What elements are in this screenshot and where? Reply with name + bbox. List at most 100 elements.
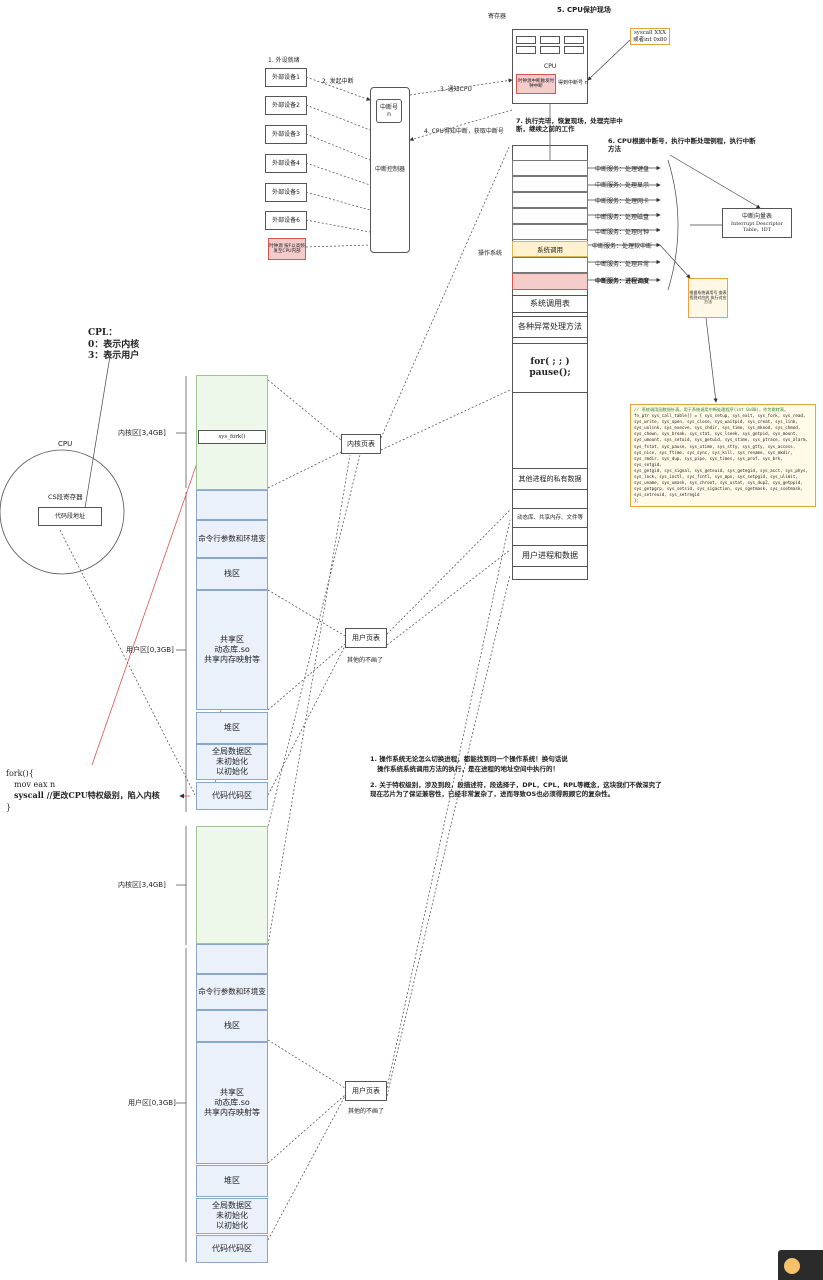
os-row-syscall-label: 系统调用	[537, 246, 563, 254]
other-private-data: 其他进程的私有数据	[512, 468, 588, 490]
code-comment: // 系统调用函数指针表。用于系统调用中断处理程序(int 0x80)，作为跳转…	[634, 407, 789, 412]
sys-call-table-code: // 系统调用函数指针表。用于系统调用中断处理程序(int 0x80)，作为跳转…	[630, 404, 816, 507]
cpu-box-label: CPU	[544, 63, 557, 70]
softint-note: 根据系统调用号 查表找到对应的 执行对应方法	[688, 278, 728, 318]
p1-shared-3: 共享内存映射等	[204, 655, 260, 664]
os-label: 操作系统	[478, 250, 503, 257]
p2-kernel-area	[196, 826, 268, 944]
p1-global-1: 全局数据区	[212, 747, 252, 756]
p2-cmdline: 命令行参数和环境变	[196, 974, 268, 1010]
external-device-6: 外部设备6	[265, 211, 307, 230]
syscall-note-line1: syscall XXX	[633, 29, 667, 36]
p1-global: 全局数据区 未初始化 以初始化	[196, 744, 268, 780]
register-grid	[516, 36, 584, 56]
p2-global: 全局数据区 未初始化 以初始化	[196, 1198, 268, 1234]
code-line: };	[634, 498, 640, 504]
step1-label: 1. 外设就绪	[268, 57, 300, 64]
code-line: sys_fstat, sys_pause, sys_utime, sys_stt…	[634, 443, 796, 449]
code-line: sys_lock, sys_ioctl, sys_fcntl, sys_mpx,…	[634, 474, 798, 480]
cs-register-label: CS段寄存器	[48, 493, 83, 501]
p1-shared-1: 共享区	[220, 635, 244, 644]
irq-n-label: n	[387, 111, 391, 118]
code-line: sys_unlink, sys_execve, sys_chdir, sys_t…	[634, 425, 801, 431]
p2-kernel-label: 内核区[3,4GB]	[118, 881, 166, 889]
registers-label: 寄存器	[488, 13, 507, 20]
cpu-label: CPU	[58, 440, 73, 448]
p1-stack: 栈区	[196, 558, 268, 590]
p2-shared-1: 共享区	[220, 1088, 244, 1097]
p1-cmdline: 命令行参数和环境变	[196, 520, 268, 558]
os-row-keyboard	[512, 160, 588, 176]
step3-label: 3. 通知CPU	[440, 86, 472, 93]
syscall-table: 系统调用表	[512, 295, 588, 313]
p1-kernel-label: 内核区[3,4GB]	[118, 429, 166, 437]
external-device-1: 外部设备1	[265, 68, 307, 87]
interrupt-controller-label: 中断控制器	[374, 166, 405, 174]
cpu-timer-interrupt: 时钟源中断触发时钟中断	[516, 74, 556, 94]
p1-shared-2: 动态库.so	[214, 645, 250, 654]
code-line: sys_write, sys_open, sys_close, sys_wait…	[634, 419, 798, 425]
code-line: sys_chown, sys_break, sys_stat, sys_lsee…	[634, 431, 798, 437]
external-device-4: 外部设备4	[265, 154, 307, 173]
os-row-display	[512, 176, 588, 192]
p2-global-1: 全局数据区	[212, 1201, 252, 1210]
p1-top-gap	[196, 490, 268, 520]
others-note-1: 其他的不画了	[347, 657, 384, 664]
p2-code: 代码代码区	[196, 1235, 268, 1263]
fork-line4: }	[6, 802, 12, 812]
p1-heap: 堆区	[196, 712, 268, 744]
fork-line1: fork(){	[6, 769, 34, 778]
os-row-disk	[512, 208, 588, 224]
p2-top-gap	[196, 944, 268, 974]
p2-shared-2: 动态库.so	[214, 1098, 250, 1107]
os-row-clock	[512, 224, 588, 240]
os-row-nic	[512, 192, 588, 208]
p2-global-2: 未初始化	[216, 1211, 248, 1220]
p1-global-2: 未初始化	[216, 757, 248, 766]
svc-clock: 中断服务：处理时钟	[595, 229, 650, 236]
idle-loop: for( ; ; ) pause();	[512, 343, 588, 393]
user-page-table-1: 用户页表	[345, 628, 387, 648]
os-row-exception	[512, 257, 588, 273]
p1-code: 代码代码区	[196, 782, 268, 810]
p1-sys-fork: sys_fork()	[198, 430, 266, 444]
irq-number-box: 中断号 n	[376, 99, 402, 123]
os-row-schedule	[512, 273, 588, 290]
p1-global-3: 以初始化	[216, 767, 248, 776]
p2-shared: 共享区 动态库.so 共享内存映射等	[196, 1042, 268, 1164]
exception-methods: 各种异常处理方法	[512, 316, 588, 338]
note-1a: 1. 操作系统无论怎么切换进程，都能找到同一个操作系统！换句话说	[370, 755, 568, 763]
fork-line3: syscall //更改CPU特权级别，陷入内核	[14, 790, 160, 801]
code-line: sys_getgid, sys_signal, sys_geteuid, sys…	[634, 467, 808, 473]
syscall-note: syscall XXX 或者int 0x80	[630, 28, 670, 45]
cpl-block: CPL： 0：表示内核 3：表示用户	[88, 328, 139, 363]
overlay-widget[interactable]	[778, 1250, 823, 1280]
cpu-got-irq: 得到中断号 n	[558, 80, 588, 86]
fork-code: fork(){ mov eax n syscall //更改CPU特权级别，陷入…	[6, 768, 160, 813]
cpl-title: CPL：	[88, 328, 118, 338]
idle-loop-line2: pause();	[529, 368, 571, 378]
note-1b: 操作系统系统调用方法的执行，是在进程的地址空间中执行的！	[377, 764, 559, 773]
fork-line2: mov eax n	[14, 780, 56, 790]
kernel-page-table: 内核页表	[341, 434, 381, 454]
irq-number-label: 中断号	[379, 103, 398, 111]
step7-label: 7. 执行完毕，恢复现场，处理完毕中断，继续之前的工作	[516, 117, 623, 133]
svc-display: 中断服务：处理显示	[595, 182, 650, 189]
step6-label: 6. CPU根据中断号，执行中断处理例程，执行中断方法	[608, 137, 756, 153]
step4-label: 4. CPU得知中断，获取中断号	[424, 128, 504, 135]
external-device-2: 外部设备2	[265, 96, 307, 115]
svc-schedule: 中断服务：进程调度	[595, 278, 650, 285]
svc-disk: 中断服务：处理磁盘	[595, 214, 650, 221]
idt-box: 中断向量表 Interrupt Descriptor Table，IDT	[722, 208, 792, 238]
others-note-2: 其他的不画了	[348, 1108, 385, 1115]
p2-stack: 栈区	[196, 1010, 268, 1042]
svc-softint: 中断服务：处理软中断	[592, 243, 653, 250]
os-row-syscall: 系统调用	[512, 241, 588, 257]
step5-label: 5. CPU保护现场	[557, 6, 611, 14]
cpl-user: 3：表示用户	[88, 351, 140, 362]
idle-loop-line1: for( ; ; )	[530, 357, 570, 368]
svc-exception: 中断服务：处理异常	[595, 261, 650, 268]
code-line: sys_rmdir, sys_dup, sys_pipe, sys_times,…	[634, 455, 783, 467]
p2-shared-3: 共享内存映射等	[204, 1108, 260, 1117]
